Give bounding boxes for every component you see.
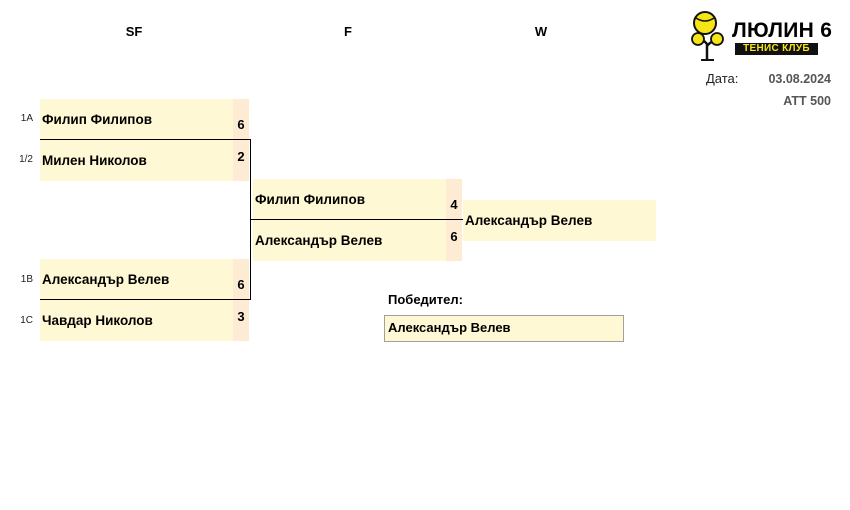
bracket-line [251, 219, 463, 220]
final-player-score: 4 [446, 179, 462, 220]
seed-label: 1A [20, 113, 33, 124]
sf-player-name: Филип Филипов [40, 99, 233, 140]
sf-player-score: 6 [233, 259, 249, 300]
date-value: 03.08.2024 [768, 72, 831, 86]
seed-label: 1/2 [19, 154, 33, 165]
sf-player-name: Милен Николов [40, 140, 233, 181]
seed-label: 1B [20, 274, 33, 285]
sf-player-score: 6 [233, 99, 249, 140]
logo-title: ЛЮЛИН 6 [732, 19, 833, 42]
round-header-w: W [534, 24, 548, 39]
date-label: Дата: [706, 71, 739, 86]
seed-label: 1C [20, 315, 33, 326]
final-player-name: Филип Филипов [253, 179, 446, 220]
bracket-line [250, 139, 251, 300]
tennis-ball-tree-icon [691, 11, 724, 61]
sf-player-name: Александър Велев [40, 259, 233, 300]
champion-name: Александър Велев [463, 200, 656, 241]
final-player-name: Александър Велев [253, 220, 446, 261]
category-label: ATT 500 [783, 94, 831, 108]
winner-field: Александър Велев [384, 315, 624, 342]
bracket-line [40, 299, 251, 300]
bracket-line [40, 139, 251, 140]
round-header-f: F [344, 24, 352, 39]
winner-label: Победител: [388, 292, 463, 307]
club-logo: ЛЮЛИН 6 ТЕНИС КЛУБ [690, 10, 835, 62]
sf-player-score: 3 [233, 300, 249, 341]
sf-player-name: Чавдар Николов [40, 300, 233, 341]
final-player-score: 6 [446, 220, 462, 261]
sf-player-score: 2 [233, 140, 249, 181]
logo-subtitle: ТЕНИС КЛУБ [735, 43, 818, 55]
round-header-sf: SF [125, 24, 143, 39]
